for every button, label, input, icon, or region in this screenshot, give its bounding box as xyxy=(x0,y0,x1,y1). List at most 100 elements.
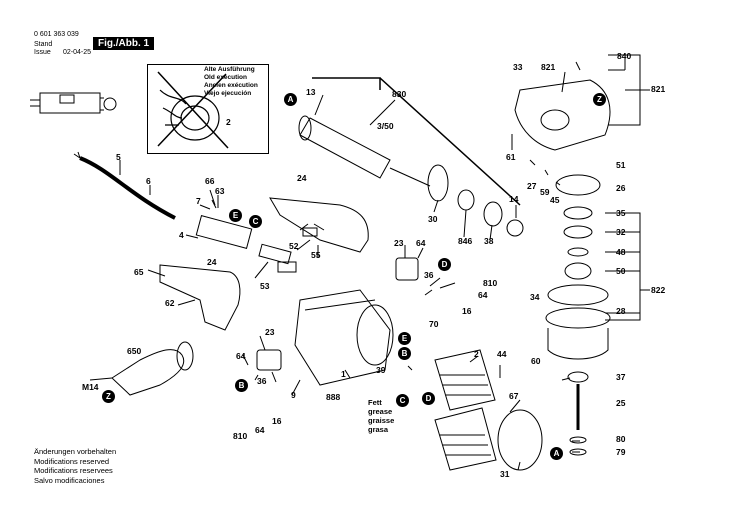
note-en: Modifications reserved xyxy=(34,456,110,466)
power-cord xyxy=(73,151,176,220)
part-66: 66 xyxy=(205,176,215,186)
old-brush-holder xyxy=(157,71,229,149)
part-51: 51 xyxy=(616,160,626,170)
stand-label: Stand xyxy=(34,41,53,48)
issue-label: Issue xyxy=(34,49,51,56)
side-handle xyxy=(89,341,194,396)
part-59: 59 xyxy=(540,187,550,197)
modifications-note: Änderungen vorbehalten Modifications res… xyxy=(34,447,116,485)
part-65: 65 xyxy=(134,267,144,277)
callout-D-2: D xyxy=(422,392,435,405)
part-16-lower: 16 xyxy=(272,416,282,426)
part-31: 31 xyxy=(500,469,510,479)
part-4: 4 xyxy=(179,230,184,240)
part-7: 7 xyxy=(196,196,201,206)
part-61: 61 xyxy=(506,152,516,162)
callout-A-1: A xyxy=(284,93,297,106)
part-25: 25 xyxy=(616,398,626,408)
part-32: 32 xyxy=(616,227,626,237)
issue-date: 02-04-25 xyxy=(63,49,92,56)
part-23-upper: 23 xyxy=(394,238,404,248)
grease-de: Fett xyxy=(368,398,382,407)
callout-C-2: C xyxy=(396,394,409,407)
air-guide-ring xyxy=(497,409,543,471)
callout-C-1: C xyxy=(249,215,262,228)
part-16-upper: 16 xyxy=(462,306,472,316)
old-execution-box: Alte Ausführung Old execution Ancien exé… xyxy=(147,64,269,154)
part-64-c: 64 xyxy=(236,351,246,361)
part-35: 35 xyxy=(616,208,626,218)
part-30: 30 xyxy=(428,214,438,224)
legend-line-es: Viejo ejecución xyxy=(204,90,252,97)
part-60: 60 xyxy=(531,356,541,366)
field-coil xyxy=(434,349,497,471)
part-80: 80 xyxy=(616,434,626,444)
part-27: 27 xyxy=(527,181,537,191)
armature xyxy=(298,115,524,237)
part-26: 26 xyxy=(616,183,626,193)
part-5: 5 xyxy=(116,152,121,162)
grease-fr: graisse xyxy=(368,416,395,425)
part-70: 70 xyxy=(429,319,439,329)
part-822: 822 xyxy=(651,285,666,295)
legend-line-fr: Ancien exécution xyxy=(204,82,258,89)
part-33: 33 xyxy=(513,62,523,72)
part-28: 28 xyxy=(616,306,626,316)
part-14: 14 xyxy=(509,194,519,204)
part-810-lower: 810 xyxy=(233,431,248,441)
part-55: 55 xyxy=(311,250,321,260)
gear-stack xyxy=(545,174,611,456)
part-888: 888 xyxy=(326,392,341,402)
figure-label: Fig./Abb. 1 xyxy=(93,37,155,50)
part-45: 45 xyxy=(550,195,560,205)
grease-es: grasa xyxy=(368,425,389,434)
callout-D-1: D xyxy=(438,258,451,271)
callout-Z-2: Z xyxy=(593,93,606,106)
callout-Z-1: Z xyxy=(102,390,115,403)
part-36-upper: 36 xyxy=(424,270,434,280)
grease-note: Fett grease graisse grasa xyxy=(368,398,394,434)
callout-E-1: E xyxy=(229,209,242,222)
part-24-upper: 24 xyxy=(297,173,307,183)
part-840: 840 xyxy=(617,51,632,61)
brush-holder-lower xyxy=(256,349,282,371)
part-24-lower: 24 xyxy=(207,257,217,267)
handle-half-upper xyxy=(269,197,369,253)
part-34: 34 xyxy=(530,292,540,302)
gear-housing xyxy=(514,79,611,151)
part-50: 50 xyxy=(616,266,626,276)
legend-line-de: Alte Ausführung xyxy=(204,66,255,73)
part-846: 846 xyxy=(458,236,473,246)
part-821: 821 xyxy=(651,84,666,94)
part-38: 38 xyxy=(484,236,494,246)
part-53: 53 xyxy=(260,281,270,291)
callout-A-2: A xyxy=(550,447,563,460)
callout-B-1: B xyxy=(235,379,248,392)
legend-ref-label: 2 xyxy=(226,117,231,127)
motor-housing xyxy=(294,289,394,386)
part-9: 9 xyxy=(291,390,296,400)
part-13: 13 xyxy=(306,87,316,97)
part-67: 67 xyxy=(509,391,519,401)
note-de: Änderungen vorbehalten xyxy=(34,447,117,456)
part-37: 37 xyxy=(616,372,626,382)
part-810-upper: 810 xyxy=(483,278,498,288)
part-2: 2 xyxy=(474,349,479,359)
part-M14: M14 xyxy=(82,382,99,392)
part-63: 63 xyxy=(215,186,225,196)
brush-holder-upper xyxy=(395,257,419,281)
part-3-50: 3/50 xyxy=(377,121,394,131)
part-6: 6 xyxy=(146,176,151,186)
part-52: 52 xyxy=(289,241,299,251)
callout-E-2: E xyxy=(398,332,411,345)
part-23-lower: 23 xyxy=(265,327,275,337)
part-1: 1 xyxy=(341,369,346,379)
part-64-b: 64 xyxy=(478,290,488,300)
part-62: 62 xyxy=(165,298,175,308)
part-64-a: 64 xyxy=(416,238,426,248)
note-fr: Modifications reservees xyxy=(34,466,113,475)
callout-B-2: B xyxy=(398,347,411,360)
handle-half-lower xyxy=(159,264,241,331)
